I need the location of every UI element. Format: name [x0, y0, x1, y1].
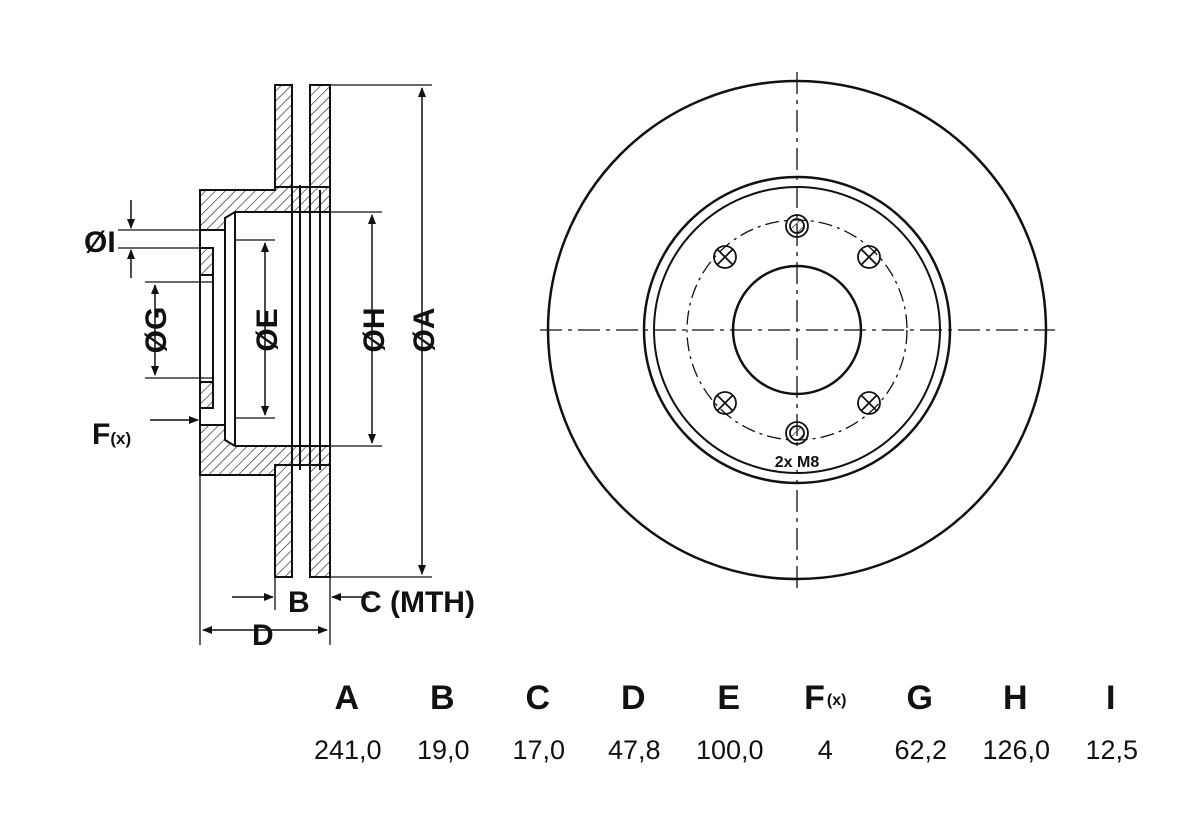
- stud-hole: [714, 392, 736, 414]
- spec-header-b: B: [396, 668, 492, 728]
- front-view: 2x M8: [540, 72, 1055, 590]
- spec-header-e: E: [682, 668, 778, 728]
- spec-header-f: F(x): [778, 668, 874, 728]
- spec-value-h: 126,0: [969, 728, 1065, 772]
- stud-hole: [858, 246, 880, 268]
- bolt-note: 2x M8: [775, 454, 820, 471]
- label-dia-h: ØH: [358, 308, 391, 353]
- spec-value-b: 19,0: [396, 728, 492, 772]
- spec-header-a: A: [300, 668, 396, 728]
- spec-header-d: D: [587, 668, 683, 728]
- spec-value-g: 62,2: [873, 728, 969, 772]
- spec-value-a: 241,0: [300, 728, 396, 772]
- threaded-hole: [786, 215, 808, 237]
- label-f: F(x): [92, 418, 131, 451]
- spec-value-f: 4: [778, 728, 874, 772]
- spec-value-e: 100,0: [682, 728, 778, 772]
- spec-value-d: 47,8: [587, 728, 683, 772]
- label-dia-i: ØI: [84, 226, 116, 259]
- dimension-labels: ØI ØG ØE ØH ØA F(x) B C (MTH) D: [84, 226, 475, 652]
- label-d: D: [252, 619, 274, 652]
- spec-value-row: 241,0 19,0 17,0 47,8 100,0 4 62,2 126,0 …: [300, 728, 1160, 772]
- spec-header-i: I: [1064, 668, 1160, 728]
- label-b: B: [288, 586, 310, 619]
- stud-hole: [858, 392, 880, 414]
- threaded-hole: [786, 422, 808, 444]
- spec-header-c: C: [491, 668, 587, 728]
- label-c-mth: C (MTH): [360, 586, 475, 619]
- stud-hole: [714, 246, 736, 268]
- spec-header-g: G: [873, 668, 969, 728]
- spec-value-i: 12,5: [1064, 728, 1160, 772]
- spec-header-h: H: [969, 668, 1065, 728]
- spec-header-row: A B C D E F(x) G H I: [300, 668, 1160, 728]
- spec-value-c: 17,0: [491, 728, 587, 772]
- spec-table: A B C D E F(x) G H I 241,0 19,0 17,0 47,…: [300, 668, 1160, 772]
- label-dia-g: ØG: [140, 307, 173, 354]
- label-dia-e: ØE: [251, 308, 284, 351]
- centerlines: [540, 72, 1055, 590]
- label-dia-a: ØA: [408, 308, 441, 353]
